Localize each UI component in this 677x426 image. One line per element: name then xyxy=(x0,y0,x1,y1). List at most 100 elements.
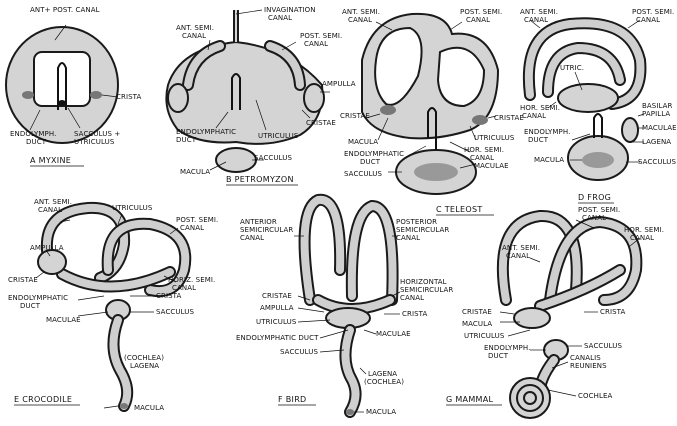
label: ANT. SEMI. xyxy=(34,198,72,206)
frog-macula xyxy=(582,152,614,168)
leader xyxy=(298,308,324,312)
label: UTRICULUS xyxy=(256,318,297,326)
label: DUCT xyxy=(528,136,549,144)
label: ANT. SEMI. xyxy=(502,244,540,252)
label: CANAL xyxy=(522,112,546,120)
label: CRISTAE xyxy=(306,119,336,127)
frog-lagena xyxy=(622,118,638,142)
label: HORIZ. SEMI. xyxy=(168,276,215,284)
label: ENDOLYMPHATIC xyxy=(176,128,236,136)
label: ENDOLYMPH. xyxy=(10,130,56,138)
myxine-sac-mark xyxy=(58,100,66,106)
label: CANAL xyxy=(400,294,424,302)
panel-crocodile: ANT. SEMI. CANAL UTRICULUS POST. SEMI. C… xyxy=(8,198,218,412)
leader xyxy=(298,320,330,322)
label: POSTERIOR xyxy=(396,218,437,226)
label: SACCULUS xyxy=(344,170,383,178)
label: HORIZONTAL xyxy=(400,278,447,286)
petromyzon-ampulla-right xyxy=(304,84,324,112)
label: MACULA xyxy=(348,138,378,146)
label: CANAL xyxy=(304,40,328,48)
myxine-crista-left xyxy=(22,91,34,99)
label: (COCHLEA) xyxy=(124,354,164,362)
label: UTRICULUS xyxy=(258,132,299,140)
label: CRISTAE xyxy=(340,112,370,120)
caption: B PETROMYZON xyxy=(226,175,294,184)
label: LAGENA xyxy=(368,370,397,378)
leader xyxy=(78,296,104,300)
label: MACULA xyxy=(180,168,210,176)
label: CANAL xyxy=(182,32,206,40)
myxine-inner-space xyxy=(34,52,90,106)
label: (COCHLEA) xyxy=(364,378,404,386)
label: UTRICULUS xyxy=(112,204,153,212)
panel-mammal: POST. SEMI. CANAL ANT. SEMI. CANAL HOR. … xyxy=(446,206,664,418)
label: CANAL xyxy=(240,234,264,242)
label: REUNIENS xyxy=(570,362,607,370)
label: CANAL xyxy=(582,214,606,222)
label: CANAL xyxy=(348,16,372,24)
label: LAGENA xyxy=(642,138,671,146)
label: CANAL xyxy=(636,16,660,24)
label: ENDOLYMPHATIC DUCT xyxy=(236,334,319,342)
label: ENDOLYMPHATIC xyxy=(344,150,404,158)
label: HOR. SEMI. xyxy=(520,104,560,112)
label: HOR. SEMI. xyxy=(464,146,504,154)
label: HOR. SEMI. xyxy=(624,226,664,234)
label: ANTERIOR xyxy=(240,218,277,226)
label: INVAGINATION xyxy=(264,6,316,14)
label: ENDOLYMPH. xyxy=(484,344,530,352)
panel-teleost: ANT. SEMI. CANAL POST. SEMI. CANAL CRIST… xyxy=(340,8,524,215)
label: SEMICIRCULAR xyxy=(396,226,449,234)
label: DUCT xyxy=(176,136,197,144)
label: UTRIC. xyxy=(560,64,584,72)
label: SACCULUS xyxy=(638,158,677,166)
label: UTRICULUS xyxy=(474,134,515,142)
label: DUCT xyxy=(360,158,381,166)
label: DUCT xyxy=(26,138,47,146)
label: CANAL xyxy=(180,224,204,232)
petromyzon-sacculus xyxy=(216,148,256,172)
leader xyxy=(530,258,540,262)
label: POST. SEMI. xyxy=(632,8,674,16)
bird-macula xyxy=(346,409,354,415)
label: POST. SEMI. xyxy=(176,216,218,224)
label: ANT+ POST. CANAL xyxy=(30,6,100,14)
label: MACULAE xyxy=(376,330,411,338)
leader xyxy=(508,330,530,336)
mammal-utricle xyxy=(514,308,550,328)
label: CRISTA xyxy=(402,310,427,318)
label: CANAL xyxy=(172,284,196,292)
label: POST. SEMI. xyxy=(300,32,342,40)
caption: C TELEOST xyxy=(436,205,483,214)
label: AMPULLA xyxy=(260,304,294,312)
label: SEMICIRCULAR xyxy=(240,226,293,234)
label: MACULA xyxy=(366,408,396,416)
label: SACCULUS xyxy=(280,348,319,356)
leader xyxy=(364,330,376,334)
leader xyxy=(104,406,118,408)
label: CRISTA xyxy=(156,292,181,300)
label: MACULA xyxy=(534,156,564,164)
panel-petromyzon: INVAGINATION CANAL ANT. SEMI. CANAL POST… xyxy=(166,6,355,185)
label: CRISTAE xyxy=(8,276,38,284)
label: CANAL xyxy=(38,206,62,214)
label: ANT. SEMI. xyxy=(176,24,214,32)
label: CRISTA xyxy=(600,308,625,316)
frog-utricle xyxy=(558,84,618,112)
caption: F BIRD xyxy=(278,395,307,404)
leader xyxy=(548,390,576,396)
leader xyxy=(78,312,108,316)
label: PAPILLA xyxy=(642,110,670,118)
label: SACCULUS xyxy=(156,308,195,316)
label: CRISTAE xyxy=(262,292,292,300)
panel-myxine: ANT+ POST. CANAL CRISTA ENDOLYMPH. DUCT … xyxy=(6,6,141,166)
label: ENDOLYMPHATIC xyxy=(8,294,68,302)
label: CANAL xyxy=(396,234,420,242)
label: CANAL xyxy=(524,16,548,24)
label: CANAL xyxy=(630,234,654,242)
frog-endolymph-duct xyxy=(594,114,602,138)
leader xyxy=(500,312,514,314)
croc-ampulla xyxy=(38,250,66,274)
